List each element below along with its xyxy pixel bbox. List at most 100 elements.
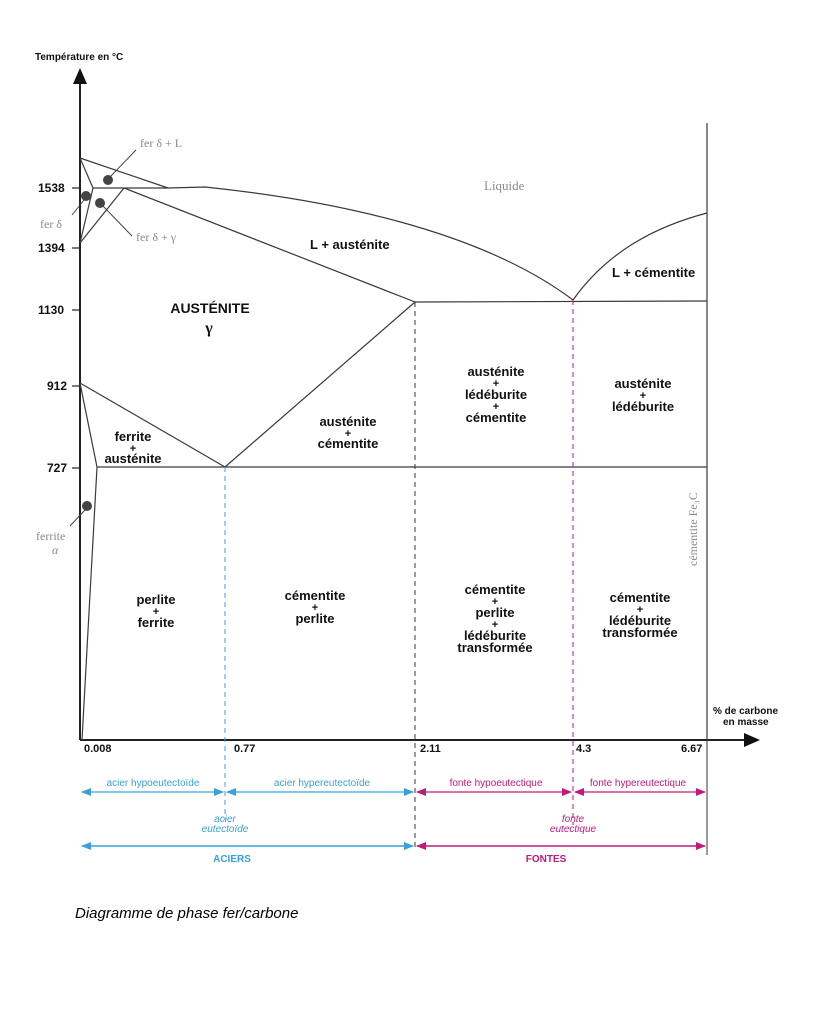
region-line: cémentite [466,410,527,425]
x-axis-label-line1: % de carbone [713,706,778,717]
dashed-lines [224,300,574,850]
region-cementite-perlite-ledeburite: cémentite + perlite + lédéburite transfo… [457,582,532,655]
y-tick-727: 727 [47,461,67,475]
delta-solidus-line [79,157,94,189]
label-fonte-eutectique-1: fonte [562,814,585,825]
x-tick-2.11: 2.11 [420,743,441,755]
label-fer-delta: fer δ [40,217,62,231]
region-line: transformée [602,625,677,640]
label-acier-eutectoide-1: acier [214,814,236,825]
region-line: cémentite [285,588,346,603]
region-line: ferrite [138,615,175,630]
label-fonte-hypo: fonte hypoeutectique [450,778,543,789]
y-tick-1130: 1130 [38,303,64,317]
label-ferrite-alpha-2: α [52,543,59,557]
dot-fer-delta-gamma [95,198,105,208]
x-tick-0.77: 0.77 [234,743,255,755]
region-plus: + [640,390,646,402]
x-tick-0.008: 0.008 [84,743,112,755]
axes [79,82,746,741]
leader-fer-delta-gamma [102,205,133,237]
label-l-cementite: L + cémentite [612,265,695,280]
label-fer-delta-L: fer δ + L [140,136,182,150]
y-tick-1538: 1538 [38,181,65,195]
dot-fer-delta [81,191,91,201]
label-cementite-fe3c: cémentite Fe₃C [686,492,700,566]
label-acier-eutectoide-2: eutectoïde [202,824,249,835]
label-liquide: Liquide [484,178,525,193]
y-ticks: 1538 1394 1130 912 727 [38,181,67,475]
region-line: austénite [319,414,376,429]
dot-fer-delta-L [103,175,113,185]
region-austenite-ledeburite-cementite: austénite + lédéburite + cémentite [465,364,527,425]
region-austenite-ledeburite: austénite + lédéburite [612,376,674,414]
region-line: cémentite [465,582,526,597]
figure-caption: Diagramme de phase fer/carbone [75,905,299,922]
label-acier-hyper: acier hypereutectoïde [274,778,371,789]
markers [69,149,137,527]
dot-ferrite-alpha [82,501,92,511]
region-line: perlite [295,611,334,626]
a3-line [79,382,226,468]
leader-ferrite-alpha [69,509,86,527]
x-tick-4.3: 4.3 [576,743,591,755]
region-perlite-ferrite: perlite + ferrite [136,592,175,630]
y-axis-arrow-icon [73,68,87,84]
region-line: austénite [614,376,671,391]
delta-gamma-lower-line [79,187,125,244]
region-plus: + [312,602,318,614]
label-fonte-eutectique-2: eutectique [550,824,597,835]
region-plus: + [153,606,159,618]
alpha-solvus-line [81,466,98,741]
leader-fer-delta-L [109,149,137,178]
region-plus: + [637,604,643,616]
region-line: lédéburite [609,613,671,628]
y-tick-1394: 1394 [38,241,65,255]
region-line: austénite [467,364,524,379]
label-fer-delta-gamma: fer δ + γ [136,230,177,244]
label-acier-hypo: acier hypoeutectoïde [107,778,200,789]
range-arrows [81,788,706,850]
region-line: austénite [104,451,161,466]
region-plus: + [493,401,499,413]
region-line: perlite [136,592,175,607]
region-cementite-ledeburite: cémentite + lédéburite transformée [602,590,677,640]
acm-line [224,301,416,468]
y-axis-label: Température en °C [35,52,123,63]
region-line: lédéburite [612,399,674,414]
x-axis-arrow-icon [744,733,760,747]
y-tick-912: 912 [47,379,67,393]
label-l-austenite: L + austénite [310,237,390,252]
x-tick-6.67: 6.67 [681,743,702,755]
region-line: lédéburite [465,387,527,402]
region-plus: + [493,378,499,390]
delta-liquidus-line [79,157,169,189]
region-cementite-perlite: cémentite + perlite [285,588,346,626]
region-line: ferrite [115,429,152,444]
region-austenite-cementite: austénite + cémentite [318,414,379,451]
austenite-solidus-line [123,187,416,303]
y-tick-marks [72,187,80,469]
region-line: perlite [475,605,514,620]
label-aciers: ACIERS [213,854,251,865]
region-plus: + [345,428,351,440]
region-line: lédéburite [464,628,526,643]
label-fontes: FONTES [526,854,567,865]
region-line: cémentite [610,590,671,605]
region-ferrite-austenite: ferrite + austénite [104,429,161,466]
liquidus-curve-right [572,212,708,301]
phase-lines [79,123,708,741]
region-plus: + [492,596,498,608]
region-line: transformée [457,640,532,655]
region-line: cémentite [318,436,379,451]
x-axis-label-line2: en masse [723,717,769,728]
label-fonte-hyper: fonte hypereutectique [590,778,687,789]
label-austenite-title: AUSTÉNITE [170,300,249,316]
label-austenite-gamma: γ [204,320,213,337]
eutectic-line [414,300,708,303]
alpha-boundary-upper [79,382,98,468]
leader-fer-delta [71,199,85,216]
liquidus-curve-left [167,186,574,301]
region-plus: + [492,619,498,631]
